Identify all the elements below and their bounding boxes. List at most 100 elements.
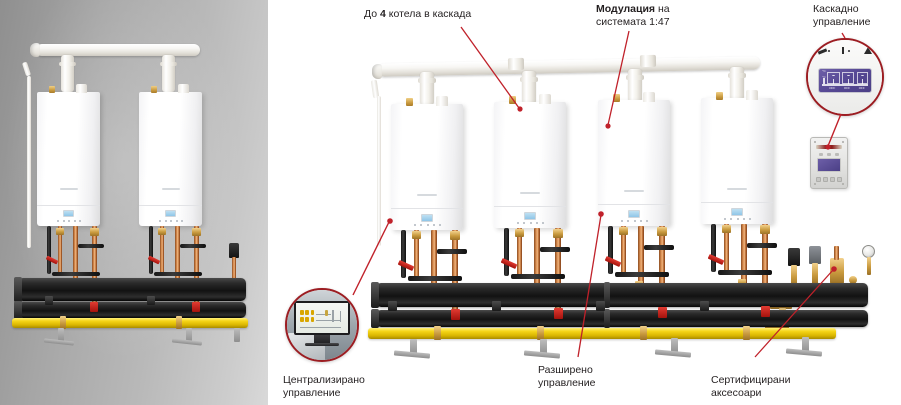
boiler-button[interactable] (62, 219, 65, 222)
safety-valve-body (830, 258, 844, 284)
schematic-pipe-line (315, 320, 340, 322)
boiler-button-row[interactable] (621, 219, 648, 222)
lcd-main-bus (821, 84, 869, 86)
drain-valve-handle[interactable] (554, 308, 563, 319)
flue-joint-collar (639, 54, 657, 68)
boiler-button[interactable] (724, 217, 726, 220)
monitor-screen (296, 303, 348, 333)
boiler-button[interactable] (414, 223, 416, 226)
right-cascade-photo (268, 0, 901, 405)
boiler-panel-split (391, 208, 463, 209)
boiler-button-row[interactable] (57, 219, 81, 222)
boiler-button[interactable] (529, 221, 532, 224)
boiler-button[interactable] (164, 219, 167, 222)
manifold-flange-upper (371, 282, 379, 308)
support-foot (785, 348, 823, 357)
drain-valve-handle[interactable] (658, 307, 667, 318)
lcd-label-off-2: OFF (843, 85, 850, 90)
manifold-clamp (492, 301, 501, 311)
drain-valve-handle[interactable] (451, 309, 460, 320)
boiler-air-stub-2 (178, 84, 189, 93)
boiler-button[interactable] (517, 221, 519, 224)
callout-centralized-monitor[interactable] (285, 288, 359, 362)
hose-4a (711, 224, 716, 272)
boiler-button-row[interactable] (724, 217, 751, 220)
hose-3b (644, 245, 674, 250)
controller-key[interactable] (816, 177, 821, 182)
drain-valve-handle[interactable] (192, 302, 200, 312)
dot-icon (827, 50, 830, 53)
callout-cascade-display[interactable]: °C °C OFF OFF OFF (806, 38, 884, 116)
flue-riser-3 (628, 69, 642, 102)
boiler-button[interactable] (175, 219, 178, 222)
flue-riser-2 (522, 71, 536, 104)
boiler-button[interactable] (420, 223, 423, 226)
label-extended-control-line2: управление (538, 377, 596, 389)
boiler-button[interactable] (749, 217, 751, 220)
boiler-button[interactable] (79, 219, 81, 222)
boiler-button[interactable] (730, 217, 733, 220)
boiler-button[interactable] (170, 219, 172, 222)
manifold-upper (376, 283, 868, 307)
monitor-base (305, 342, 339, 346)
boiler-gas-nipple-4 (716, 92, 723, 100)
controller-key[interactable] (823, 177, 828, 182)
drain-valve-handle[interactable] (761, 306, 770, 317)
boiler-button[interactable] (742, 217, 745, 220)
gas-tee-2 (537, 326, 544, 340)
copper-2a (160, 226, 164, 276)
boiler-button-row[interactable] (414, 223, 441, 226)
manifold-lower (18, 302, 246, 318)
boiler-brand-mark (624, 190, 644, 192)
copper-2b (175, 226, 180, 292)
boiler-button[interactable] (523, 221, 526, 224)
lcd-label-off-1: OFF (829, 85, 836, 90)
boiler-button[interactable] (73, 219, 76, 222)
boiler-button[interactable] (535, 221, 538, 224)
boiler-button[interactable] (57, 219, 59, 222)
controller-key[interactable] (830, 177, 835, 182)
controller-key-row[interactable] (816, 177, 842, 182)
monitor-stand (313, 334, 331, 344)
boiler-button[interactable] (432, 223, 435, 226)
copper-3b (638, 226, 644, 292)
boiler-button[interactable] (627, 219, 630, 222)
label-modulation-line2: системата 1:47 (596, 16, 670, 28)
hose-4c (718, 270, 772, 275)
lcd-pump-icon-3 (860, 74, 864, 77)
boiler-button[interactable] (159, 219, 161, 222)
boiler-button[interactable] (646, 219, 648, 222)
boiler-button[interactable] (736, 217, 739, 220)
hose-2a (504, 228, 509, 276)
expansion-connector (809, 246, 821, 264)
boiler-button[interactable] (439, 223, 441, 226)
manifold-clamp (147, 296, 155, 305)
boiler-button[interactable] (542, 221, 544, 224)
manifold-clamp (596, 301, 605, 311)
boiler-2 (494, 102, 566, 228)
boiler-button[interactable] (633, 219, 636, 222)
flue-riser-collar-1 (418, 78, 436, 83)
manifold-clamp (45, 296, 53, 305)
boiler-gas-nipple-1 (406, 98, 413, 106)
boiler-button[interactable] (181, 219, 183, 222)
boiler-air-stub-2 (539, 94, 551, 104)
controller-key[interactable] (837, 177, 842, 182)
hose-2a (149, 226, 153, 274)
cascade-controller-unit[interactable] (810, 137, 848, 189)
brass-fitting-2a (158, 228, 166, 235)
drain-valve-handle[interactable] (90, 302, 98, 312)
boiler-button[interactable] (68, 219, 70, 222)
accessory-stem-2 (812, 263, 818, 285)
brass-fitting-1b (450, 231, 460, 240)
boiler-button[interactable] (426, 223, 429, 226)
copper-2c (555, 228, 561, 310)
boiler-button-row[interactable] (517, 221, 544, 224)
hose-1a (47, 226, 51, 274)
support-leg (234, 328, 240, 342)
boiler-button[interactable] (639, 219, 642, 222)
flue-collar-1 (59, 62, 76, 66)
boiler-button[interactable] (621, 219, 623, 222)
boiler-button-row[interactable] (159, 219, 183, 222)
boiler-panel-split (598, 204, 670, 205)
